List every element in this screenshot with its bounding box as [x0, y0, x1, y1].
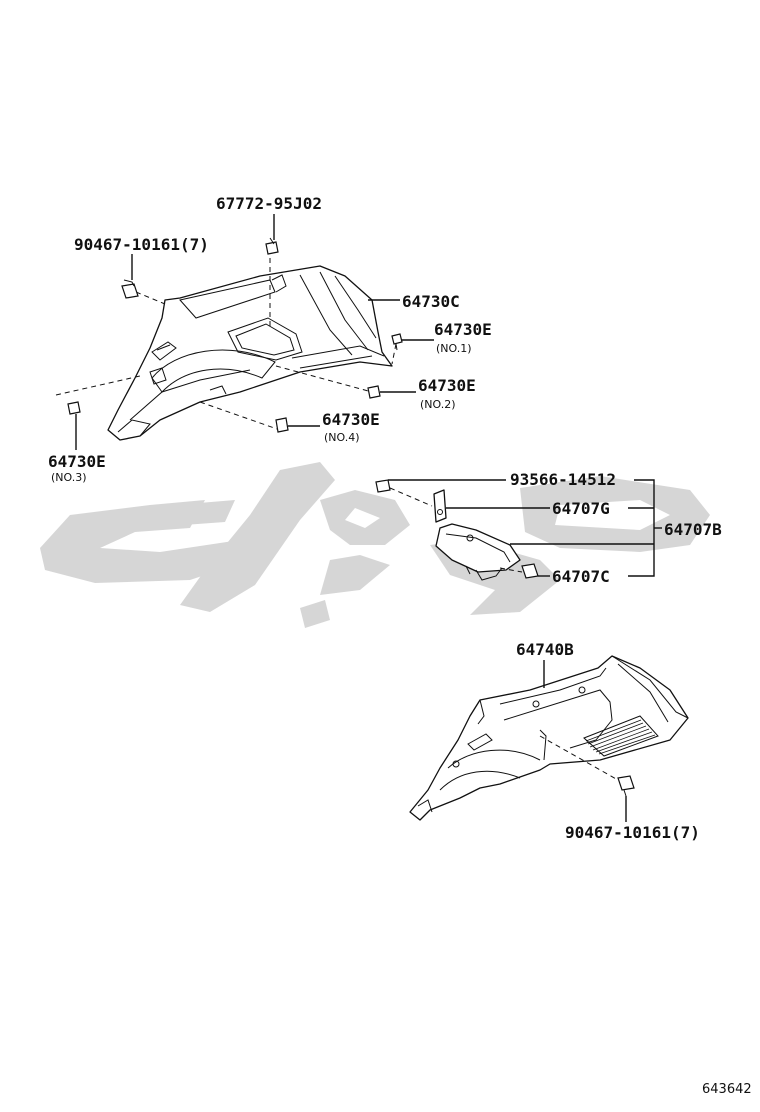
label-screw-small: 93566-14512: [510, 470, 616, 489]
leader-lines-lower: [543, 660, 627, 822]
upper-trim-panel: [107, 265, 393, 441]
label-hook-cap: 64707C: [552, 567, 610, 586]
label-hook-bracket: 64707G: [552, 499, 610, 518]
assembly-lines-lower: [539, 735, 619, 781]
fastener-screw-upper: [121, 279, 139, 299]
fastener-clip-no3: [67, 401, 81, 415]
fastener-clip-no1: [391, 333, 403, 351]
leader-lines-upper: [75, 214, 434, 450]
label-trim-upper: 64730C: [402, 292, 460, 311]
fastener-clip-no4: [275, 417, 289, 433]
label-clip-top: 67772-95J02: [216, 194, 322, 213]
assembly-lines-upper: [55, 258, 397, 431]
label-trim-lower: 64740B: [516, 640, 574, 659]
label-clip-no3: 64730E: [48, 452, 106, 471]
hook-bracket: [433, 489, 447, 523]
hook-assembly: [435, 523, 521, 581]
assembly-lines-hook: [389, 487, 523, 573]
fastener-clip-no2: [367, 385, 381, 399]
label-screw-upper: 90467-10161(7): [74, 235, 209, 254]
label-clip-no1: 64730E: [434, 320, 492, 339]
label-screw-lower: 90467-10161(7): [565, 823, 700, 842]
fastener-clip-top: [265, 237, 279, 255]
label-clip-no2: 64730E: [418, 376, 476, 395]
sublabel-no2: (NO.2): [420, 398, 456, 411]
diagram-id: 643642: [702, 1082, 752, 1097]
sublabel-no4: (NO.4): [324, 431, 360, 444]
label-hook-assy: 64707B: [664, 520, 722, 539]
lower-trim-panel: [409, 655, 689, 821]
sublabel-no1: (NO.1): [436, 342, 472, 355]
fastener-screw-lower: [617, 775, 635, 797]
sublabel-no3: (NO.3): [51, 471, 87, 484]
fastener-screw-small: [375, 479, 391, 493]
label-clip-no4: 64730E: [322, 410, 380, 429]
leader-lines-hook: [388, 479, 662, 577]
